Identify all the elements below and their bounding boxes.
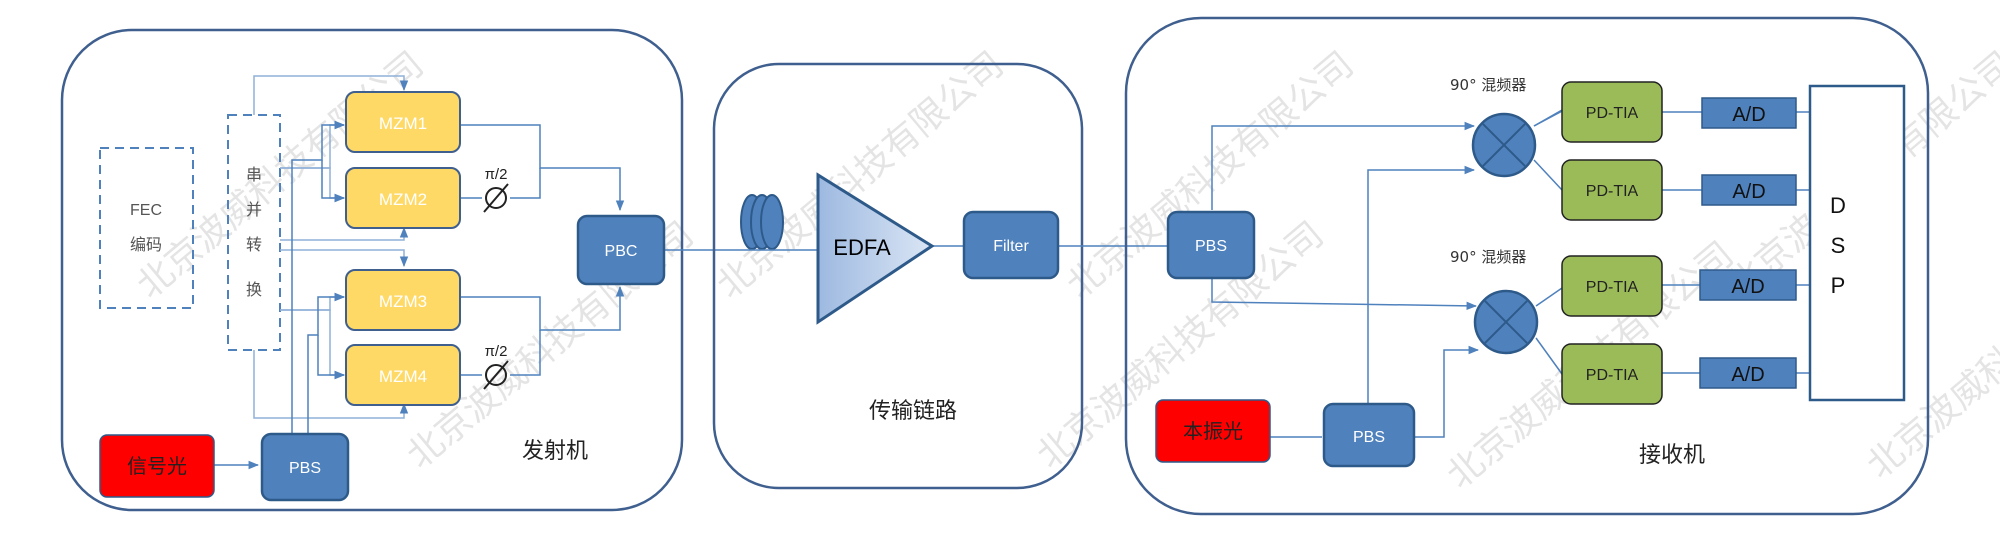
link-lines	[740, 245, 1168, 251]
adc-2-block: A/D	[1701, 174, 1797, 206]
rx-lines	[1211, 108, 1810, 438]
receiver-panel: PBS 本振光 PBS 90° 混频器 90° 混频器 PD-	[1124, 16, 1930, 516]
adc-label: A/D	[1731, 364, 1764, 386]
pi2-label-2: π/2	[485, 343, 508, 360]
sp-char: 转	[246, 235, 262, 254]
link-border	[712, 62, 1084, 490]
pd-tia-1-block: PD-TIA	[1561, 81, 1663, 143]
adc-label: A/D	[1731, 276, 1764, 298]
rx-pbs-top-block: PBS	[1166, 210, 1256, 280]
pd-tia-4-block: PD-TIA	[1561, 343, 1663, 405]
pi2-label-1: π/2	[485, 166, 508, 183]
hybrid-mixer-1-icon	[1471, 112, 1537, 178]
phase-shifter-icon	[485, 187, 507, 209]
receiver-border	[1124, 16, 1930, 516]
rx-pbs-bottom-label: PBS	[1353, 429, 1385, 446]
tx-optical-lines	[214, 120, 740, 470]
fiber-spool-icon	[740, 194, 784, 250]
pd-tia-label: PD-TIA	[1586, 183, 1639, 200]
mzm3-label: MZM3	[379, 292, 427, 311]
adc-label: A/D	[1732, 104, 1765, 126]
pd-tia-label: PD-TIA	[1586, 105, 1639, 122]
pd-tia-label: PD-TIA	[1586, 279, 1639, 296]
fec-encoder-box	[99, 147, 194, 309]
transmitter-border	[60, 28, 684, 512]
mzm3-block: MZM3	[345, 269, 461, 331]
fec-label: FEC	[130, 202, 162, 219]
dsp-letter: P	[1831, 273, 1846, 298]
phase-shifter-1: π/2	[483, 166, 509, 213]
link-panel: EDFA Filter 传输链路	[712, 62, 1168, 490]
edfa-label: EDFA	[833, 235, 891, 260]
pd-tia-label: PD-TIA	[1586, 367, 1639, 384]
mzm1-block: MZM1	[345, 91, 461, 153]
edfa-amplifier-icon: EDFA	[816, 172, 935, 325]
phase-shifter-2: π/2	[483, 343, 509, 390]
pd-tia-3-block: PD-TIA	[1561, 255, 1663, 317]
adc-3-block: A/D	[1699, 269, 1797, 301]
adc-label: A/D	[1732, 181, 1765, 203]
rx-pbs-bottom-block: PBS	[1322, 402, 1416, 468]
serial-parallel-box	[227, 114, 281, 351]
pd-tia-2-block: PD-TIA	[1561, 159, 1663, 221]
filter-block: Filter	[962, 210, 1060, 280]
mzm4-label: MZM4	[379, 367, 427, 386]
dsp-letter: D	[1830, 193, 1846, 218]
local-oscillator-label: 本振光	[1183, 419, 1243, 443]
sp-char: 串	[246, 165, 262, 184]
filter-label: Filter	[993, 238, 1029, 255]
receiver-label: 接收机	[1639, 443, 1705, 468]
hybrid-mixer-2-icon	[1473, 289, 1539, 355]
tx-pbs-label: PBS	[289, 460, 321, 477]
local-oscillator-block: 本振光	[1155, 399, 1271, 463]
mzm4-block: MZM4	[345, 344, 461, 406]
adc-1-block: A/D	[1701, 97, 1797, 129]
sp-char: 换	[246, 280, 262, 299]
hybrid-label-1: 90° 混频器	[1450, 76, 1526, 94]
mzm2-label: MZM2	[379, 190, 427, 209]
tx-pbs-block: PBS	[260, 432, 350, 502]
mzm1-label: MZM1	[379, 114, 427, 133]
mzm2-block: MZM2	[345, 167, 461, 229]
dsp-letter: S	[1831, 233, 1846, 258]
transmitter-label: 发射机	[522, 439, 588, 464]
dsp-block: D S P	[1808, 84, 1906, 402]
adc-4-block: A/D	[1699, 357, 1797, 389]
transmitter-panel: FEC 编码 串 并 转 换	[60, 28, 740, 512]
sp-char: 并	[246, 200, 262, 219]
signal-light-block: 信号光	[99, 434, 215, 498]
pbc-label: PBC	[605, 243, 638, 260]
signal-light-label: 信号光	[127, 454, 187, 478]
fec-label-cn: 编码	[130, 235, 162, 254]
phase-shifter-icon	[485, 364, 507, 386]
link-label: 传输链路	[869, 399, 957, 424]
pbc-block: PBC	[576, 214, 666, 286]
hybrid-label-2: 90° 混频器	[1450, 248, 1526, 266]
rx-pbs-top-label: PBS	[1195, 238, 1227, 255]
